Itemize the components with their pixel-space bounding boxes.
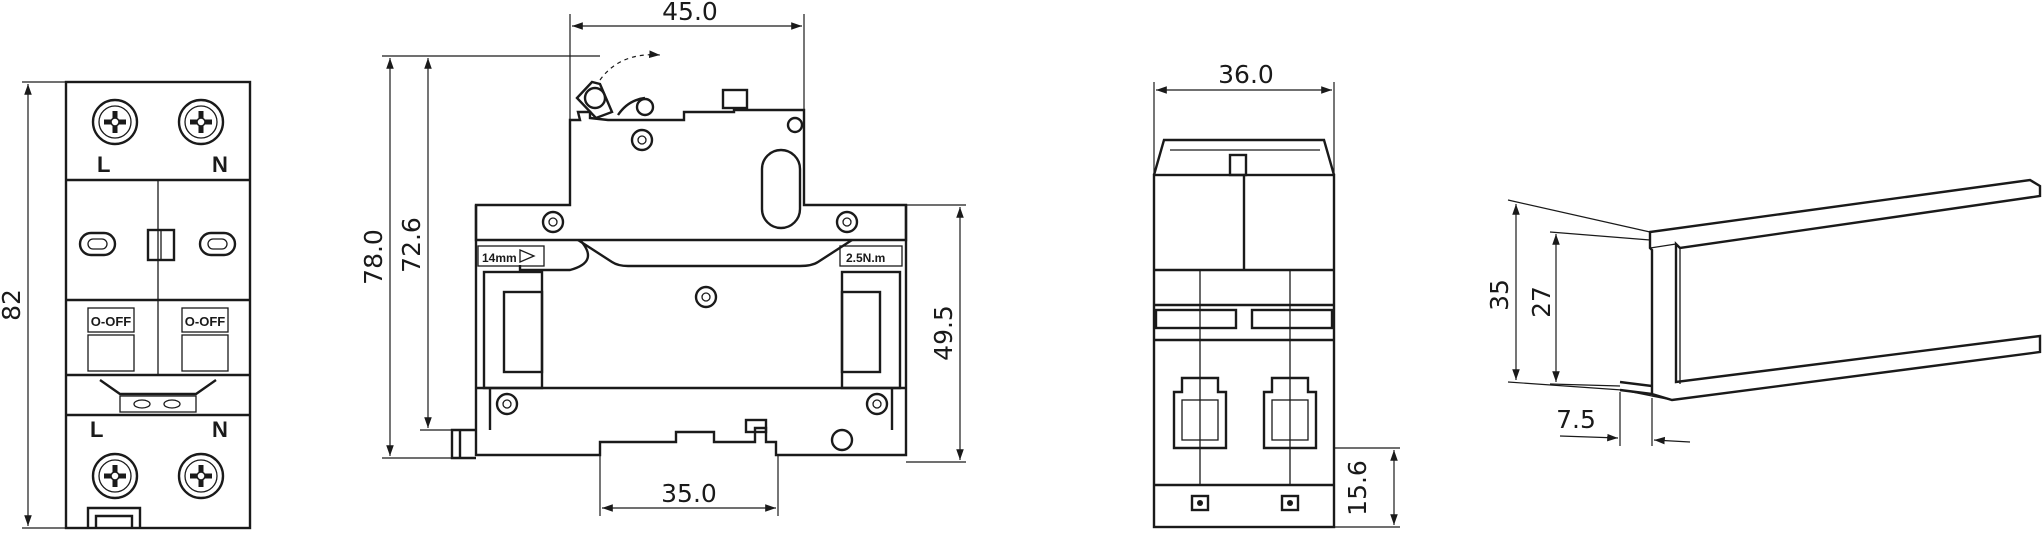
terminal-screw-icon	[93, 100, 137, 144]
status-right: O-OFF	[185, 314, 225, 329]
dim-side-width: 45.0	[662, 0, 718, 26]
terminal-screw-icon	[93, 454, 137, 498]
dim-side-right-height: 49.5	[929, 305, 958, 361]
side-view: 14mm 2.5N.m 45.0 78.0 72.6 49.5	[359, 0, 966, 516]
dim-back-bottom: 15.6	[1343, 460, 1372, 516]
dim-side-height-outer: 78.0	[359, 229, 388, 285]
dim-side-height-inner: 72.6	[397, 217, 426, 273]
dim-front-height: 82	[0, 289, 26, 321]
terminal-label-top-l: L	[97, 152, 110, 177]
status-left: O-OFF	[91, 314, 131, 329]
dim-back-width: 36.0	[1218, 60, 1274, 89]
dim-rail-inner: 27	[1527, 286, 1556, 318]
terminal-label-bottom-l: L	[90, 417, 103, 442]
dim-rail-outer: 35	[1485, 279, 1514, 311]
din-rail-view: 35 27 7.5	[1485, 178, 2042, 446]
terminal-screw-icon	[179, 100, 223, 144]
back-view: 36.0 15.6	[1152, 60, 1400, 529]
dim-rail-width: 35.0	[661, 479, 717, 508]
terminal-label-top-n: N	[212, 152, 228, 177]
terminal-label-bottom-n: N	[212, 417, 228, 442]
strip-length-label: 14mm	[482, 251, 517, 265]
torque-label: 2.5N.m	[846, 251, 885, 265]
toggle-lever-icon	[575, 50, 661, 120]
dim-rail-flange: 7.5	[1556, 405, 1596, 434]
terminal-screw-icon	[179, 454, 223, 498]
front-view: L N L N O-OFF O-OFF 82	[0, 80, 252, 530]
